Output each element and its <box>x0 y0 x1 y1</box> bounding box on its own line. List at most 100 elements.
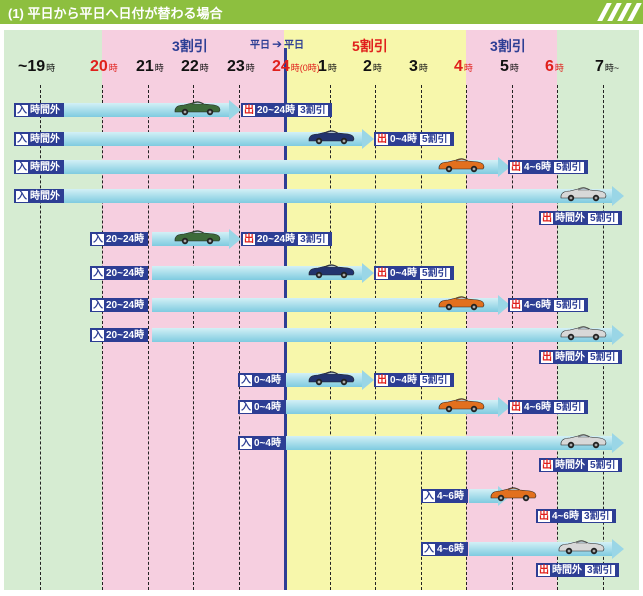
day-border-label: 平日➔平日 <box>250 36 304 51</box>
entry-time-text: 時間外 <box>30 162 60 173</box>
discount-badge: 5割引 <box>419 268 450 279</box>
exit-marker: 出 <box>243 234 255 245</box>
car-green-icon <box>172 226 222 246</box>
exit-marker: 出 <box>376 134 388 145</box>
hour-number: 21 <box>136 58 154 75</box>
hour-label: 23時 <box>227 58 255 76</box>
exit-time-text: 時間外 <box>552 565 582 576</box>
hour-suffix: 時 <box>418 63 428 73</box>
hour-suffix: 時 <box>372 63 382 73</box>
exit-time-text: 時間外 <box>555 213 585 224</box>
entry-time-text: 時間外 <box>30 191 60 202</box>
car-navy-icon <box>306 260 356 280</box>
hour-number: 7 <box>595 58 604 75</box>
discount-badge: 5割引 <box>419 375 450 386</box>
hour-label: 7時~ <box>595 58 619 76</box>
exit-marker: 出 <box>541 352 553 363</box>
hour-label: ~19時 <box>18 58 55 76</box>
entry-time-text: 0~4時 <box>254 402 281 413</box>
car-orange-icon <box>436 154 486 174</box>
hour-label: 2時 <box>363 58 382 76</box>
section-header: (1) 平日から平日へ日付が替わる場合 <box>0 0 643 24</box>
hour-number: ~19 <box>18 58 46 75</box>
hour-label: 3時 <box>409 58 428 76</box>
exit-marker: 出 <box>510 162 522 173</box>
hour-suffix: 時 <box>509 63 519 73</box>
entry-time-text: 20~24時 <box>106 330 145 341</box>
exit-marker: 出 <box>376 268 388 279</box>
discount-label-morning: 3割引 <box>490 38 526 54</box>
discount-badge: 5割引 <box>553 300 584 311</box>
day-border-from: 平日 <box>250 40 270 51</box>
hour-number: 24 <box>272 58 290 75</box>
exit-marker: 出 <box>541 460 553 471</box>
entry-marker: 入 <box>240 402 252 413</box>
hour-suffix: 時 <box>327 63 337 73</box>
header-stripes-decoration <box>597 3 642 21</box>
car-silver-icon <box>558 183 608 203</box>
discount-badge: 5割引 <box>419 134 450 145</box>
hour-suffix: 時 <box>46 63 56 73</box>
exit-time-text: 0~4時 <box>390 268 417 279</box>
hour-suffix: 時 <box>199 63 209 73</box>
section-title: (1) 平日から平日へ日付が替わる場合 <box>8 6 223 21</box>
entry-marker: 入 <box>16 105 28 116</box>
entry-marker: 入 <box>16 191 28 202</box>
exit-marker: 出 <box>243 105 255 116</box>
hour-suffix: 時 <box>463 63 473 73</box>
discount-badge: 3割引 <box>581 511 612 522</box>
car-orange-icon <box>436 394 486 414</box>
discount-label-night: 5割引 <box>352 38 388 54</box>
entry-marker: 入 <box>92 300 104 311</box>
exit-time-text: 4~6時 <box>524 300 551 311</box>
stay-duration-bar <box>60 157 510 177</box>
entry-time-tag: 入時間外 <box>14 189 64 203</box>
entry-marker: 入 <box>240 438 252 449</box>
discount-badge: 5割引 <box>588 352 618 363</box>
hour-label: 1時 <box>318 58 337 76</box>
entry-time-text: 時間外 <box>30 134 60 145</box>
entry-marker: 入 <box>423 544 435 555</box>
zone-offpeak-left <box>4 30 102 590</box>
hour-number: 5 <box>500 58 509 75</box>
hour-gridline <box>148 85 149 590</box>
exit-marker: 出 <box>538 565 550 576</box>
hour-number: 1 <box>318 58 327 75</box>
hour-suffix: 時 <box>108 63 118 73</box>
car-orange-icon <box>436 292 486 312</box>
car-silver-icon <box>558 430 608 450</box>
exit-time-text: 4~6時 <box>552 511 579 522</box>
exit-marker: 出 <box>510 300 522 311</box>
hour-number: 23 <box>227 58 245 75</box>
entry-marker: 入 <box>16 134 28 145</box>
entry-time-text: 時間外 <box>30 105 60 116</box>
entry-marker: 入 <box>92 268 104 279</box>
hour-label: 21時 <box>136 58 164 76</box>
entry-time-text: 0~4時 <box>254 438 281 449</box>
day-border-to: 平日 <box>284 40 305 51</box>
entry-marker: 入 <box>240 375 252 386</box>
stay-duration-bar <box>60 186 624 206</box>
entry-marker: 入 <box>16 162 28 173</box>
hour-number: 2 <box>363 58 372 75</box>
entry-time-text: 20~24時 <box>106 268 145 279</box>
hour-number: 20 <box>90 58 108 75</box>
hour-label: 20時 <box>90 58 118 76</box>
stay-duration-bar <box>60 129 374 149</box>
exit-time-text: 時間外 <box>555 352 585 363</box>
exit-time-text: 20~24時 <box>257 105 296 116</box>
exit-marker: 出 <box>510 402 522 413</box>
exit-marker: 出 <box>376 375 388 386</box>
hour-suffix: 時 <box>154 63 164 73</box>
